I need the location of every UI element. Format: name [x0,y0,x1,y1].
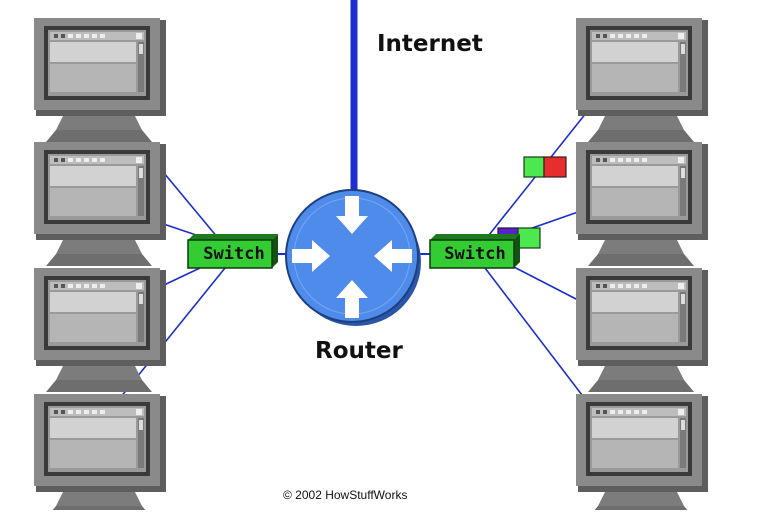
copyright-notice: © 2002 HowStuffWorks [283,488,408,502]
packet-frame-1 [523,156,567,178]
router-label: Router [315,338,403,364]
switch-left [187,234,278,269]
computer-right-2 [576,142,708,266]
computer-left-3 [34,268,166,392]
computer-right-1 [576,18,708,142]
internet-label: Internet [377,31,483,57]
computer-right-4 [576,394,708,514]
computer-left-4 [34,394,166,514]
switch-right [429,234,520,269]
computer-left-1 [34,18,166,142]
computer-left-2 [34,142,166,266]
router [285,189,421,326]
switch-right-label: Switch [444,244,506,264]
cable-right-4 [484,267,583,396]
switch-left-label: Switch [203,244,265,264]
cable-right-3 [511,265,579,301]
computer-right-3 [576,268,708,392]
